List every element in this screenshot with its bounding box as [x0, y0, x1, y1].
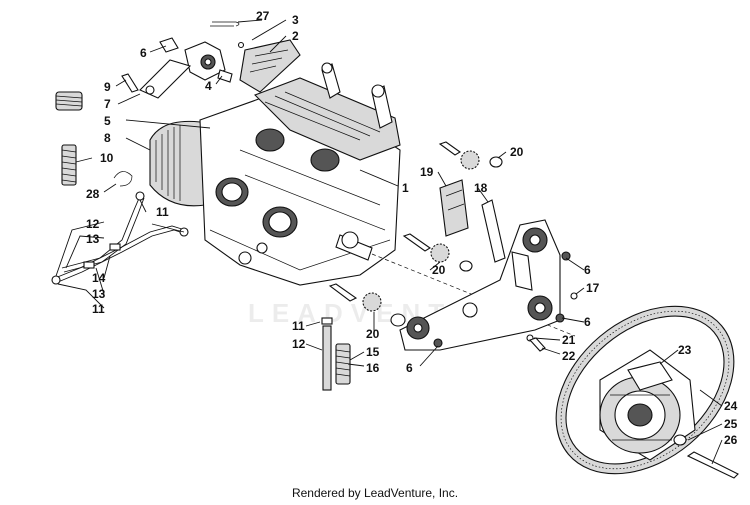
- callout-6-bottom: 6: [406, 361, 413, 375]
- spring-upper: [55, 91, 83, 111]
- upper-mount-bracket: [159, 37, 233, 83]
- strap-18: [481, 199, 506, 263]
- callout-1: 1: [402, 181, 409, 195]
- stud-11-12: [321, 317, 333, 391]
- callout-12-left: 12: [86, 217, 100, 231]
- callout-11-lower: 11: [92, 302, 105, 316]
- clamp-28: [113, 171, 133, 187]
- callout-27: 27: [256, 9, 270, 23]
- callout-5: 5: [104, 114, 111, 128]
- clutch-bracket-plate: [399, 219, 561, 351]
- leader-lines: [55, 19, 723, 465]
- footer-credit: Rendered by LeadVenture, Inc.: [291, 486, 459, 500]
- callout-15: 15: [366, 345, 380, 359]
- bolt-26: [686, 451, 739, 479]
- callout-18: 18: [474, 181, 488, 195]
- damper-block-19: [439, 179, 469, 237]
- star-washers: [362, 150, 480, 312]
- callout-26: 26: [724, 433, 738, 447]
- callout-11-stud: 11: [292, 319, 305, 333]
- bolts: [328, 141, 546, 352]
- callout-25: 25: [724, 417, 738, 431]
- callout-7: 7: [104, 97, 111, 111]
- clip-27: [210, 21, 240, 27]
- callout-6: 6: [140, 46, 147, 60]
- callout-8: 8: [104, 131, 111, 145]
- spring-lower: [61, 144, 77, 186]
- callout-2: 2: [292, 29, 299, 43]
- callout-6-right-lower: 6: [584, 315, 591, 329]
- callout-6-right-upper: 6: [584, 263, 591, 277]
- callout-labels: 27 3 2 6 4 9 7 5 8 10 1 19 20 18 28 11 1…: [86, 9, 738, 447]
- callout-28: 28: [86, 187, 100, 201]
- callout-20-top: 20: [510, 145, 524, 159]
- primary-clutch: [599, 349, 696, 461]
- washer-25: [673, 434, 687, 446]
- callout-22: 22: [562, 349, 576, 363]
- callout-13-upper: 13: [86, 232, 100, 246]
- callout-21: 21: [562, 333, 576, 347]
- callout-20-lower: 20: [366, 327, 380, 341]
- callout-16: 16: [366, 361, 380, 375]
- bolt-9: [121, 73, 139, 93]
- callout-4: 4: [205, 79, 212, 93]
- spring-15: [335, 343, 351, 385]
- callout-10: 10: [100, 151, 114, 165]
- callout-20-mid: 20: [432, 263, 446, 277]
- callout-14: 14: [92, 271, 106, 285]
- part-2-cover: [239, 39, 301, 93]
- callout-9: 9: [104, 80, 111, 94]
- callout-23: 23: [678, 343, 692, 357]
- callout-12-stud: 12: [292, 337, 306, 351]
- engine-assembly: [149, 62, 576, 337]
- callout-17: 17: [586, 281, 600, 295]
- callout-24: 24: [724, 399, 738, 413]
- coolant-hose-set: [51, 191, 189, 285]
- callout-11-upper: 11: [156, 205, 169, 219]
- callout-19: 19: [420, 165, 434, 179]
- callout-13-lower: 13: [92, 287, 106, 301]
- callout-3: 3: [292, 13, 299, 27]
